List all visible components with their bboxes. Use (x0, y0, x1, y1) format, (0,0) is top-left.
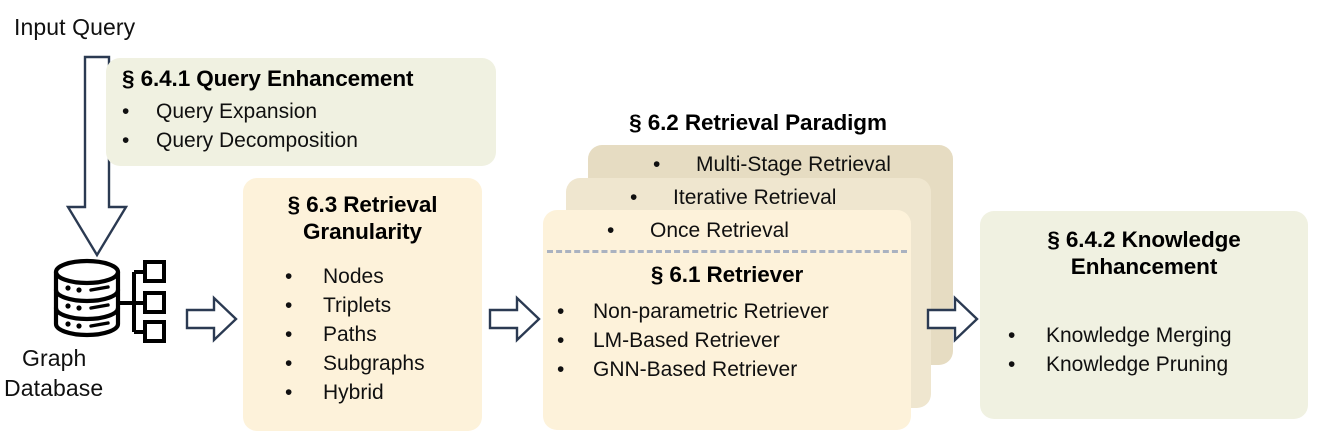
bullet-glyph: • (285, 380, 293, 404)
card-retrieval-paradigm-title: § 6.2 Retrieval Paradigm (629, 110, 887, 135)
list-item-label: Subgraphs (323, 351, 425, 375)
bullet-glyph: • (630, 186, 638, 209)
graph-database-label-line1: Graph (22, 345, 87, 371)
input-query-label: Input Query (14, 14, 136, 40)
arrow-right-icon-3 (926, 295, 979, 343)
bullet-glyph: • (122, 100, 130, 123)
card-retrieval-granularity[interactable]: § 6.3 Retrieval Granularity • Nodes • Tr… (243, 178, 482, 431)
list-item-label: Non-parametric Retriever (593, 300, 829, 323)
graph-database-label-line2: Database (4, 375, 104, 401)
card-retrieval-granularity-title-line2: Granularity (303, 219, 422, 244)
bullet-glyph: • (285, 322, 293, 346)
bullet-glyph: • (122, 128, 130, 152)
list-item-label: Query Decomposition (156, 128, 358, 152)
list-item-label: Knowledge Merging (1046, 324, 1232, 347)
paradigm-item-2-label: Once Retrieval (650, 219, 789, 242)
paradigm-item-1-label: Iterative Retrieval (673, 186, 837, 209)
list-item-label: LM-Based Retriever (593, 328, 780, 352)
bullet-glyph: • (1008, 324, 1016, 347)
list-item-label: Hybrid (323, 380, 384, 404)
card-knowledge-enhancement[interactable]: § 6.4.2 Knowledge Enhancement • Knowledg… (980, 211, 1308, 419)
bullet-glyph: • (557, 328, 565, 352)
bullet-glyph: • (653, 153, 661, 176)
list-item: • Non-parametric Retriever (557, 298, 829, 327)
list-item-label: Triplets (323, 293, 392, 317)
bullet-glyph: • (285, 265, 293, 288)
card-retrieval-granularity-list: • Nodes • Triplets • Paths • Subgraphs •… (285, 263, 425, 408)
list-item: • Hybrid (285, 379, 425, 408)
card-knowledge-enhancement-title-line1: § 6.4.2 Knowledge (1047, 227, 1241, 252)
bullet-glyph: • (607, 219, 615, 242)
bullet-glyph: • (557, 300, 565, 323)
list-item: • Knowledge Pruning (1008, 351, 1232, 380)
paradigm-item-0: • Multi-Stage Retrieval (653, 153, 891, 177)
paradigm-item-1: • Iterative Retrieval (630, 186, 836, 210)
card-group-retrieval-paradigm: • Multi-Stage Retrieval • Iterative Retr… (543, 140, 953, 430)
list-item: • Knowledge Merging (1008, 322, 1232, 351)
bullet-glyph: • (1008, 352, 1016, 376)
arrow-right-icon-1 (185, 295, 238, 343)
card-query-enhancement-title: § 6.4.1 Query Enhancement (122, 66, 414, 91)
card-query-enhancement-list: • Query Expansion • Query Decomposition (122, 98, 358, 156)
bullet-glyph: • (285, 293, 293, 317)
card-retriever-list: • Non-parametric Retriever • LM-Based Re… (557, 298, 829, 385)
list-item-label: Paths (323, 322, 377, 346)
card-retriever-front-layer[interactable] (543, 210, 911, 430)
list-item: • Query Decomposition (122, 127, 358, 156)
bullet-glyph: • (557, 357, 565, 381)
card-retrieval-granularity-title-line1: § 6.3 Retrieval (287, 192, 438, 217)
arrow-right-icon-2 (488, 295, 541, 343)
list-item: • Query Expansion (122, 98, 358, 127)
list-item: • Subgraphs (285, 350, 425, 379)
paradigm-item-0-label: Multi-Stage Retrieval (696, 153, 891, 176)
list-item: • LM-Based Retriever (557, 327, 829, 356)
list-item: • Triplets (285, 292, 425, 321)
paradigm-item-2: • Once Retrieval (607, 219, 789, 243)
card-knowledge-enhancement-title-line2: Enhancement (1070, 254, 1218, 279)
bullet-glyph: • (285, 351, 293, 375)
list-item-label: GNN-Based Retriever (593, 357, 798, 381)
list-item: • GNN-Based Retriever (557, 356, 829, 385)
list-item-label: Nodes (323, 265, 384, 288)
list-item-label: Query Expansion (156, 100, 318, 123)
list-item-label: Knowledge Pruning (1046, 352, 1229, 376)
graph-database-icon (46, 258, 168, 343)
card-knowledge-enhancement-list: • Knowledge Merging • Knowledge Pruning (1008, 322, 1232, 380)
list-item: • Paths (285, 321, 425, 350)
card-retriever-title: § 6.1 Retriever (650, 262, 804, 287)
list-item: • Nodes (285, 263, 425, 292)
card-query-enhancement[interactable]: § 6.4.1 Query Enhancement • Query Expans… (106, 58, 496, 166)
dashed-separator (547, 250, 907, 253)
